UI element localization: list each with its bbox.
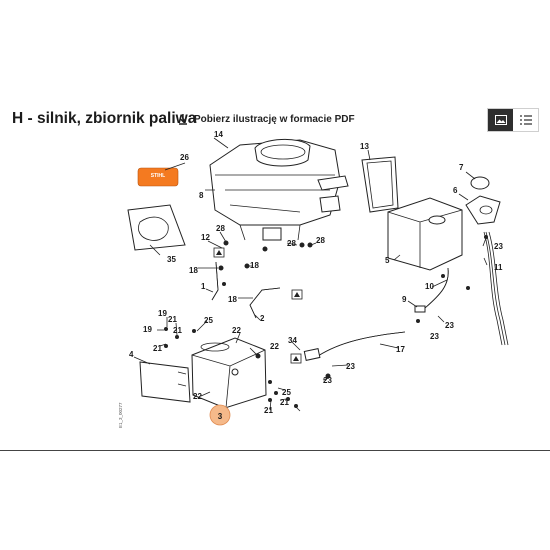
callout-18-c: 18 [228,295,237,304]
callout-11: 11 [494,263,503,272]
bottom-divider [0,450,550,451]
callout-26: 26 [180,153,189,162]
callout-7: 7 [459,163,464,172]
fuel-cap [470,176,490,190]
callout-18-b: 18 [250,261,259,270]
callout-4: 4 [129,350,134,359]
callout-22-c: 22 [193,392,202,401]
callout-22-b: 22 [270,342,279,351]
callout-34: 34 [288,336,297,345]
callout-6: 6 [453,186,458,195]
fuel-tank [387,197,463,271]
page-header: H - silnik, zbiornik paliwa Pobierz ilus… [0,106,550,136]
sticker-logo-text: STIHL [151,173,165,179]
callout-3: 3 [218,412,223,421]
callout-22-a: 22 [232,326,241,335]
callout-18-a: 18 [189,266,198,275]
download-pdf-label: Pobierz ilustrację w formacie PDF [194,114,355,125]
part-callouts: 14 26 13 7 8 6 28 12 28 28 23 5 35 18 18… [129,130,503,415]
callout-25-b: 25 [282,388,291,397]
callout-25-a: 25 [204,316,213,325]
fuel-filter [303,348,321,361]
callout-21-a: 21 [168,315,177,324]
gasket-part [361,156,399,213]
callout-19-a: 19 [158,309,167,318]
leader-lines [133,137,488,412]
callout-2: 2 [260,314,265,323]
detail-inset [127,204,186,251]
list-icon [519,115,532,125]
muffler [191,337,267,409]
stihl-sticker: STIHL [137,167,179,187]
callout-21-e: 21 [264,406,273,415]
hardware-fasteners [164,235,488,408]
highlighted-callout-3[interactable]: 3 [209,404,231,426]
callout-21-c: 21 [153,344,162,353]
callout-19-b: 19 [143,325,152,334]
parts-diagram: STIHL [118,130,509,428]
callout-23-d: 23 [346,362,355,371]
download-pdf-link[interactable]: Pobierz ilustrację w formacie PDF [178,114,355,125]
view-toggle [487,108,539,132]
callout-17: 17 [396,345,405,354]
warning-labels [213,247,303,364]
callout-9: 9 [402,295,407,304]
drawing-code: E1_3_00277 [118,402,123,428]
image-icon [494,115,507,125]
image-view-button[interactable] [488,109,513,131]
callout-8: 8 [199,191,204,200]
callout-23-e: 23 [323,376,332,385]
callout-35: 35 [167,255,176,264]
callout-12: 12 [201,233,210,242]
callout-28-c: 28 [316,236,325,245]
callout-1: 1 [201,282,206,291]
callout-5: 5 [385,256,390,265]
download-icon [179,114,187,125]
heat-shield [139,361,191,403]
callout-13: 13 [360,142,369,151]
callout-14: 14 [214,130,223,139]
list-view-button[interactable] [513,109,538,131]
fuel-gauge [465,195,501,225]
callout-28-b: 28 [287,239,296,248]
callout-23-b: 23 [445,321,454,330]
callout-10: 10 [425,282,434,291]
engine-illustration [209,138,349,241]
callout-21-b: 21 [173,326,182,335]
page-title: H - silnik, zbiornik paliwa [12,110,197,127]
callout-23-c: 23 [430,332,439,341]
callout-21-d: 21 [280,398,289,407]
callout-28-a: 28 [216,224,225,233]
callout-23-a: 23 [494,242,503,251]
